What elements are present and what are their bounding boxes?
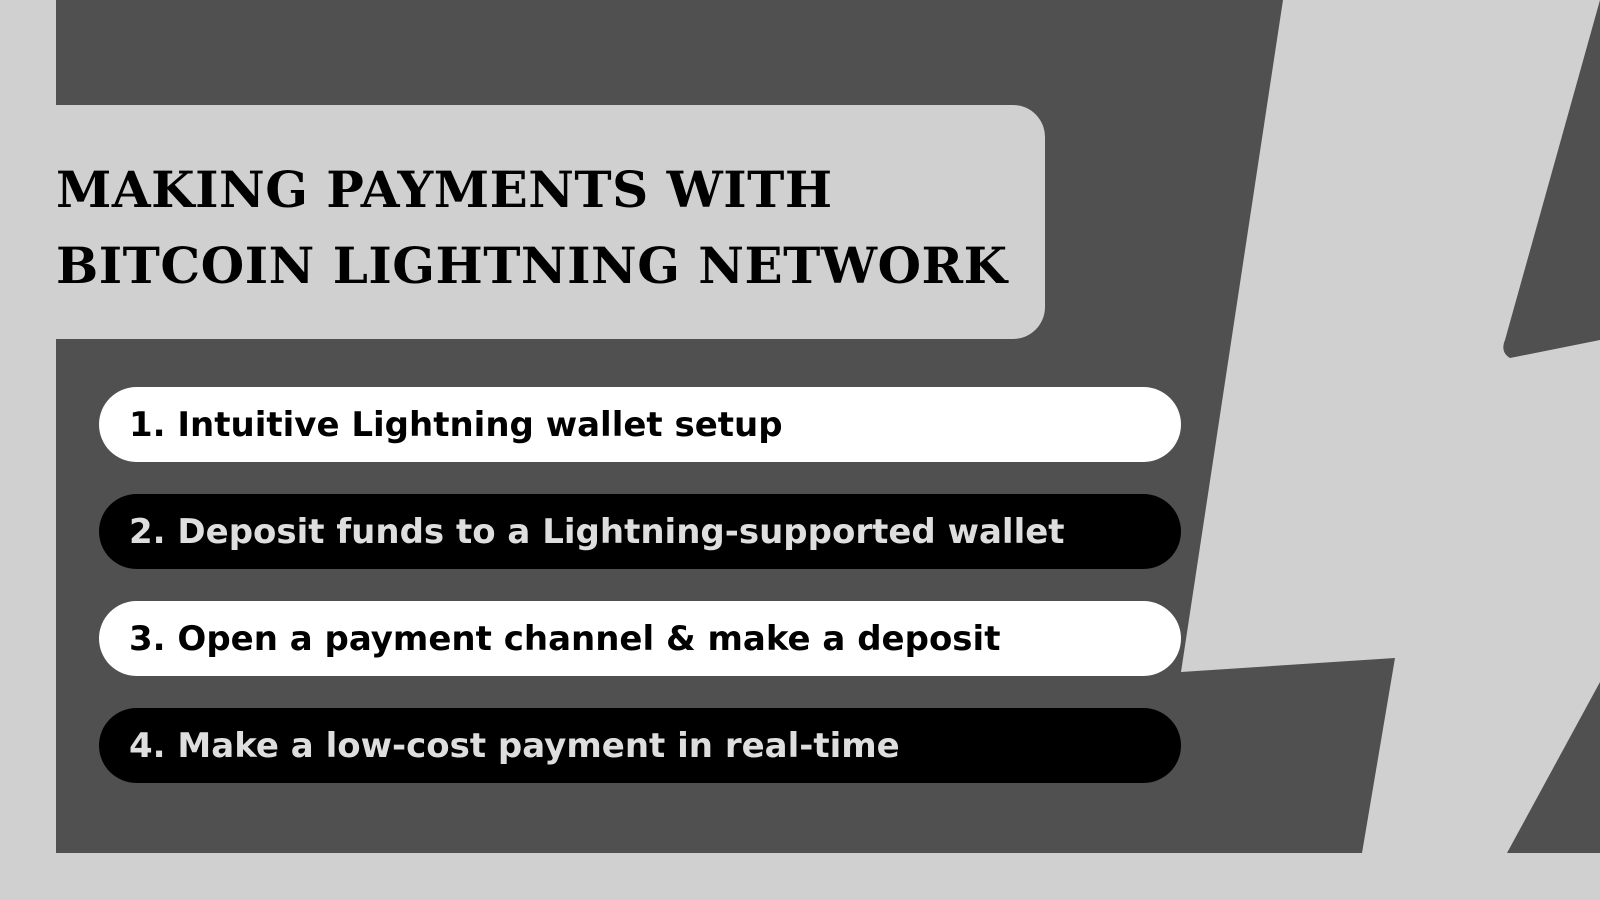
title-card [56,105,1045,339]
step-item-4: 4. Make a low-cost payment in real-time [99,708,1181,783]
step-item-1: 1. Intuitive Lightning wallet setup [99,387,1181,462]
page-title: MAKING PAYMENTS WITH BITCOIN LIGHTNING N… [56,152,1016,304]
step-item-2: 2. Deposit funds to a Lightning-supporte… [99,494,1181,569]
title-line-2: BITCOIN LIGHTNING NETWORK [56,236,1008,295]
title-line-1: MAKING PAYMENTS WITH [56,160,833,219]
steps-list: 1. Intuitive Lightning wallet setup 2. D… [99,387,1181,815]
lightning-bolt-icon [1503,0,1600,358]
step-item-3: 3. Open a payment channel & make a depos… [99,601,1181,676]
lightning-bolt-lower-icon [1507,682,1600,853]
